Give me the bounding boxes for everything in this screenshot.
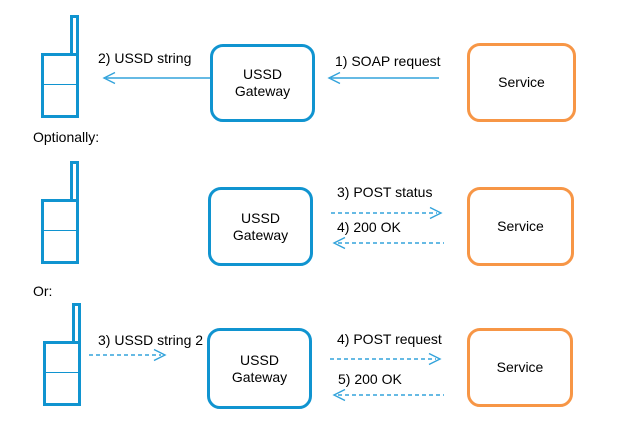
ussd-gateway-box: USSD Gateway (207, 328, 312, 409)
message-label-200-ok-2: 5) 200 OK (338, 371, 402, 387)
phone-body (43, 341, 81, 406)
gateway-label-line2: Gateway (231, 368, 288, 385)
service-label: Service (496, 359, 544, 375)
service-box: Service (467, 187, 574, 266)
phone-body (41, 199, 79, 264)
arrow-soap-request-left-icon (326, 71, 440, 85)
message-label-200-ok: 4) 200 OK (337, 219, 401, 235)
message-label-ussd-string: 2) USSD string (98, 50, 192, 66)
service-box: Service (467, 43, 576, 122)
gateway-label-line2: Gateway (232, 226, 289, 243)
mobile-phone-icon (41, 161, 79, 265)
section-label-or: Or: (33, 283, 53, 299)
service-box: Service (467, 328, 573, 407)
arrow-ussd-string-2-right-icon (88, 348, 168, 362)
phone-screen-divider (44, 230, 76, 231)
arrow-200-ok-left-icon (331, 388, 445, 402)
message-label-post-status: 3) POST status (337, 184, 433, 200)
section-label-optionally: Optionally: (33, 129, 100, 145)
message-label-post-request: 4) POST request (337, 331, 442, 347)
phone-screen-divider (44, 84, 76, 85)
arrow-post-request-right-icon (329, 352, 443, 366)
ussd-gateway-box: USSD Gateway (208, 187, 313, 266)
ussd-gateway-box: USSD Gateway (210, 44, 315, 122)
service-label: Service (498, 74, 545, 90)
gateway-label-line2: Gateway (234, 83, 291, 99)
mobile-phone-icon (41, 15, 79, 119)
service-label: Service (497, 218, 544, 234)
phone-antenna (70, 15, 79, 56)
message-label-soap-request: 1) SOAP request (335, 53, 441, 69)
gateway-label-line1: USSD (240, 351, 279, 368)
phone-body (41, 53, 79, 118)
message-label-ussd-string-2: 3) USSD string 2 (98, 332, 204, 348)
phone-antenna (70, 161, 79, 202)
mobile-phone-icon (43, 303, 81, 407)
phone-antenna (72, 303, 81, 344)
phone-screen-divider (46, 372, 78, 373)
arrow-ussd-string-left-icon (101, 71, 213, 85)
gateway-label-line1: USSD (241, 209, 280, 226)
gateway-label-line1: USSD (243, 66, 282, 82)
arrow-post-status-right-icon (330, 206, 444, 220)
arrow-200-ok-left-icon (331, 236, 445, 250)
